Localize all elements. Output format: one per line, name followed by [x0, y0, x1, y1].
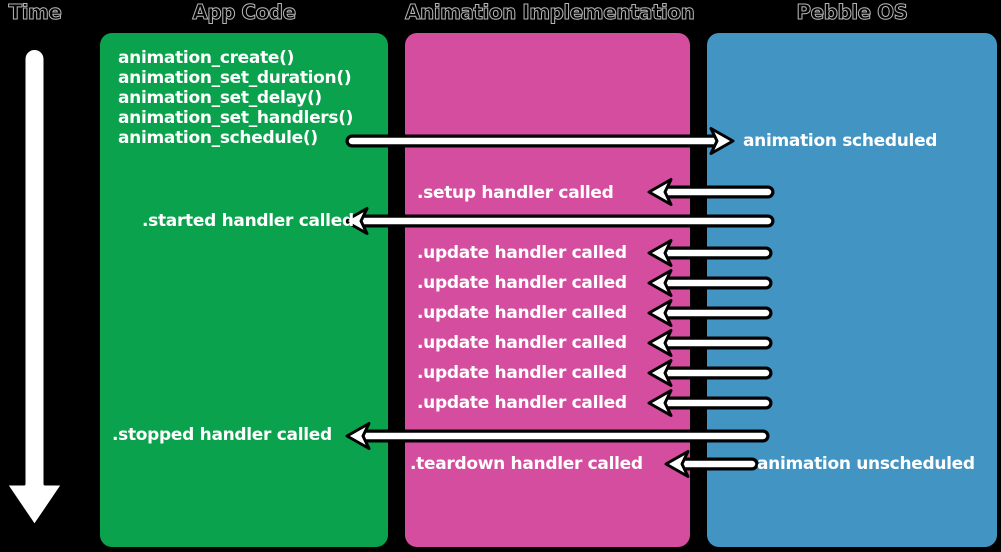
label-started-handler: .started handler called	[142, 211, 354, 231]
header-app-code: App Code	[192, 0, 297, 25]
code-line: animation_create()	[118, 48, 295, 68]
code-line: animation_set_handlers()	[118, 108, 354, 128]
code-line: animation_set_delay()	[118, 88, 322, 108]
header-pebble-os: Pebble OS	[796, 0, 909, 25]
label-update-handler: .update handler called	[417, 273, 627, 293]
app-code-box	[100, 33, 388, 547]
label-update-handler: .update handler called	[417, 303, 627, 323]
label-update-handler: .update handler called	[417, 333, 627, 353]
animation-implementation-box	[405, 33, 690, 547]
code-line: animation_schedule()	[118, 128, 318, 148]
label-update-handler: .update handler called	[417, 363, 627, 383]
label-setup-handler: .setup handler called	[417, 183, 614, 203]
app-code-call-list: animation_create() animation_set_duratio…	[118, 48, 353, 148]
label-update-handler: .update handler called	[417, 243, 627, 263]
label-animation-scheduled: animation scheduled	[743, 131, 938, 151]
header-animation-implementation: Animation Implementation	[405, 0, 696, 25]
label-update-handler: .update handler called	[417, 393, 627, 413]
label-teardown-handler: .teardown handler called	[410, 454, 643, 474]
time-down-arrow	[4, 47, 65, 528]
code-line: animation_set_duration()	[118, 68, 352, 88]
label-stopped-handler: .stopped handler called	[112, 425, 332, 445]
label-animation-unscheduled: animation unscheduled	[757, 454, 975, 474]
header-time: Time	[8, 0, 62, 25]
